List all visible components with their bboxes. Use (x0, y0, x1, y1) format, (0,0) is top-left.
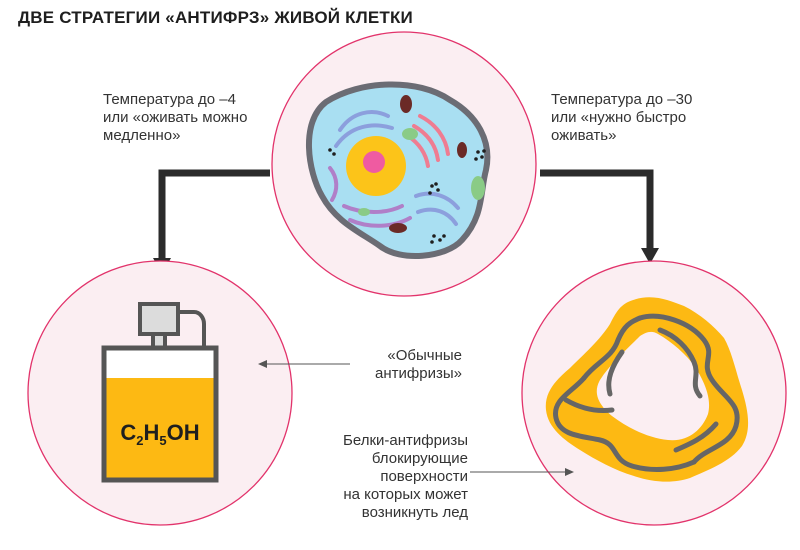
ordinary-antifreeze-label: «Обычные антифризы» (352, 347, 462, 383)
right-connector-arrow (540, 169, 659, 264)
canister-liquid (106, 378, 214, 478)
formula-part-oh: OH (167, 420, 200, 445)
ordinary-antifreeze-line-2: антифризы» (375, 365, 462, 382)
protein-antifreeze-line-4: на которых может (343, 486, 468, 503)
left-strategy-line-2: или «оживать можно (103, 109, 248, 126)
formula-part-c: C (120, 420, 136, 445)
protein-antifreeze-pointer (470, 468, 574, 476)
protein-antifreeze-line-1: Белки-антифризы (343, 432, 468, 449)
diagram-title: ДВЕ СТРАТЕГИИ «АНТИФРЗ» ЖИВОЙ КЛЕТКИ (18, 8, 413, 27)
formula-sub-5: 5 (159, 433, 166, 448)
right-strategy-label: Температура до –30 или «нужно быстро ожи… (551, 91, 692, 145)
formula-part-h: H (144, 420, 160, 445)
formula-sub-2: 2 (136, 433, 143, 448)
left-strategy-line-1: Температура до –4 (103, 91, 236, 108)
canister-icon: C2H5OH (101, 302, 219, 483)
left-connector-arrow (153, 169, 270, 274)
protein-antifreeze-label: Белки-антифризы блокирующие поверхности … (318, 432, 468, 522)
antifreeze-protein-icon (545, 297, 749, 482)
nucleolus (363, 151, 385, 173)
cell-illustration (305, 81, 491, 259)
left-strategy-label: Температура до –4 или «оживать можно мед… (103, 91, 247, 145)
right-strategy-line-1: Температура до –30 (551, 91, 693, 108)
ordinary-antifreeze-line-1: «Обычные (387, 347, 462, 364)
protein-antifreeze-line-2: блокирующие (371, 450, 468, 467)
ordinary-antifreeze-pointer (258, 360, 350, 368)
ethanol-formula: C2H5OH (120, 420, 199, 448)
right-strategy-line-2: или «нужно быстро (551, 109, 687, 126)
protein-antifreeze-line-5: возникнуть лед (361, 504, 468, 521)
left-strategy-line-3: медленно» (103, 127, 181, 144)
right-strategy-line-3: оживать» (551, 127, 617, 144)
protein-antifreeze-line-3: поверхности (380, 468, 468, 485)
